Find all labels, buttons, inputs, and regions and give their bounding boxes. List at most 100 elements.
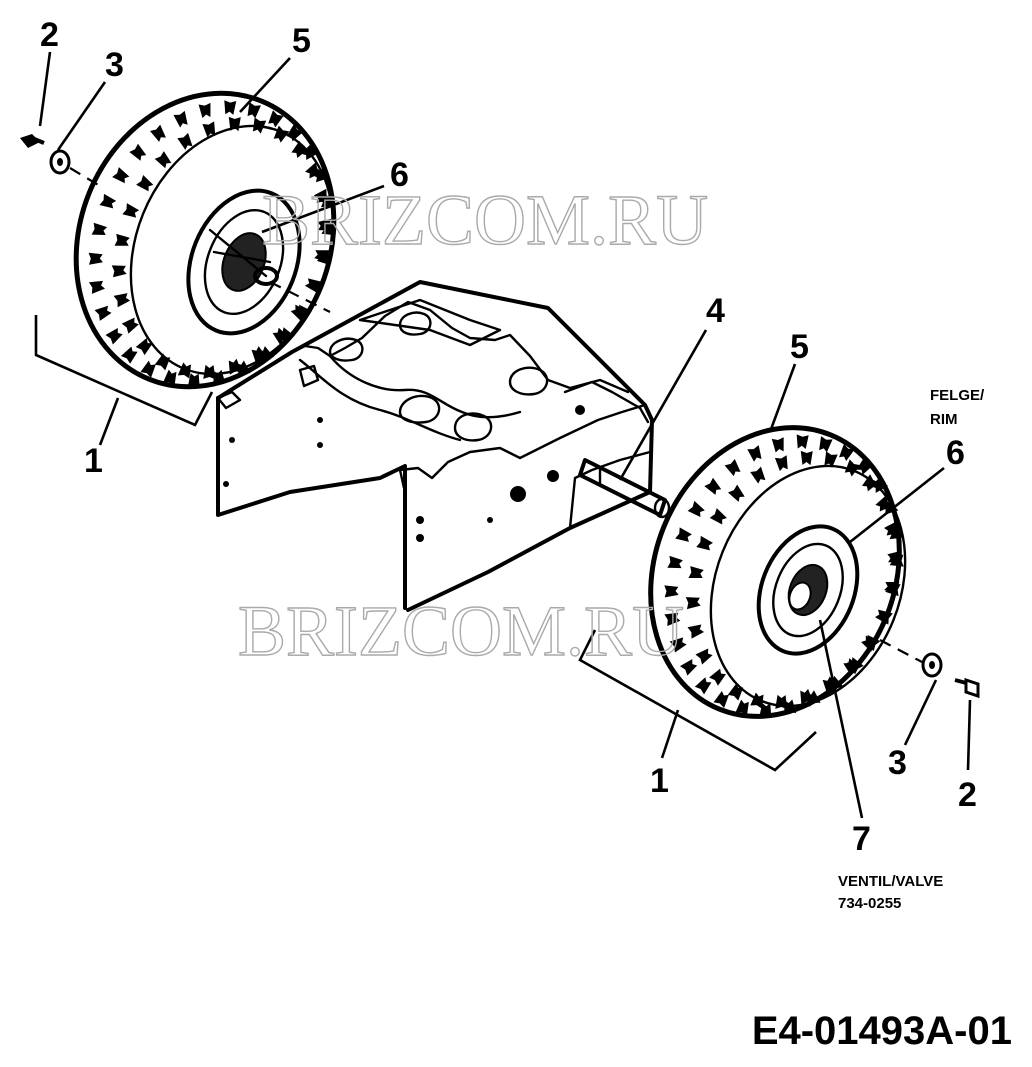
tread-block (113, 293, 131, 308)
tread-block (687, 624, 705, 639)
tread-block (247, 102, 261, 119)
callout-bolt-right: 2 (958, 776, 977, 814)
watermark-bottom: BRIZCOM.RU (238, 591, 684, 671)
tread-block (875, 495, 893, 512)
tread-block (771, 437, 784, 453)
tread-block (713, 690, 729, 708)
tread-block (819, 436, 833, 453)
tread-block (313, 188, 331, 203)
tread-block (800, 688, 814, 705)
tread-block (268, 110, 284, 128)
tread-block (862, 474, 879, 492)
callout-rim-top: 6 (390, 156, 409, 194)
tread-block (709, 668, 726, 686)
tread-block (290, 304, 308, 321)
tread-block (173, 110, 188, 128)
tread-block (213, 369, 226, 386)
tread-block (88, 252, 103, 265)
tread-block (88, 280, 105, 294)
tread-block (317, 218, 333, 231)
tread-block (861, 635, 879, 652)
tread-block (870, 476, 889, 493)
tread-block (122, 203, 140, 218)
tread-block (120, 346, 138, 364)
callout-washer-right: 3 (888, 744, 907, 782)
tread-block (312, 167, 330, 183)
right-tire-tread (664, 434, 904, 718)
tread-block (685, 597, 701, 610)
tread-block (881, 499, 899, 515)
tread-block (688, 566, 704, 578)
callout-valve: 7 (852, 820, 871, 858)
callout-rim-right: 6 (946, 434, 965, 472)
callout-wheel-assembly-right: 1 (650, 762, 669, 800)
note-rim-line1: FELGE/ (930, 387, 985, 404)
tread-block (839, 444, 855, 462)
tread-block (679, 659, 698, 676)
frame-bracket (216, 280, 654, 612)
tread-block (154, 353, 171, 371)
tread-block (884, 582, 900, 594)
tread-block (883, 521, 901, 536)
bolt-right (954, 677, 980, 699)
tread-block (687, 500, 705, 518)
right-wheel (648, 425, 907, 719)
tread-block (121, 317, 139, 334)
tread-block (800, 450, 813, 466)
tread-block (140, 360, 156, 378)
washer-right (921, 652, 943, 678)
tread-block (675, 527, 692, 542)
note-rim-line2: RIM (930, 411, 958, 428)
tread-block (750, 466, 766, 484)
tread-block (273, 125, 290, 143)
tread-block (286, 124, 304, 142)
tread-block (136, 175, 154, 192)
tread-block (695, 648, 713, 665)
left-wheel (73, 90, 337, 390)
tread-block (301, 143, 319, 161)
tread-block (150, 124, 166, 142)
tread-block (187, 373, 200, 388)
tread-block (667, 555, 683, 569)
tread-block (735, 699, 749, 716)
tread-block (228, 358, 242, 375)
right-tire (648, 425, 907, 719)
tread-block (236, 360, 251, 378)
tread-block (291, 140, 309, 158)
tread-block (669, 637, 687, 653)
tread-block (228, 116, 241, 132)
tread-block (314, 250, 330, 263)
callout-tire-right: 5 (790, 328, 809, 366)
bolt-top (20, 134, 45, 148)
tread-block (304, 278, 322, 293)
tread-block (135, 338, 153, 356)
tread-block (94, 305, 112, 321)
tread-block (251, 346, 267, 364)
tread-block (727, 484, 745, 502)
callout-wheel-assembly-left: 1 (84, 442, 103, 480)
axle-shaft (269, 281, 671, 519)
left-tire-tread (88, 100, 336, 388)
note-valve-line1: VENTIL/VALVE (838, 873, 943, 890)
tread-block (111, 265, 127, 278)
tread-block (258, 346, 274, 364)
tread-block (177, 132, 193, 150)
tread-block (252, 117, 267, 134)
tread-block (272, 327, 290, 345)
tread-block (99, 193, 117, 209)
tread-block (91, 222, 108, 236)
tread-block (664, 585, 679, 598)
tread-block (887, 550, 903, 563)
tread-block (774, 455, 788, 472)
washer-top (49, 149, 71, 175)
tread-block (163, 369, 177, 386)
tread-block (875, 609, 892, 625)
callout-tire-top: 5 (292, 22, 311, 60)
tread-block (759, 702, 772, 718)
tread-block (784, 699, 797, 715)
watermark-top: BRIZCOM.RU (262, 180, 708, 260)
tread-block (129, 143, 147, 161)
leader-lines (34, 51, 972, 819)
tread-block (177, 362, 192, 379)
